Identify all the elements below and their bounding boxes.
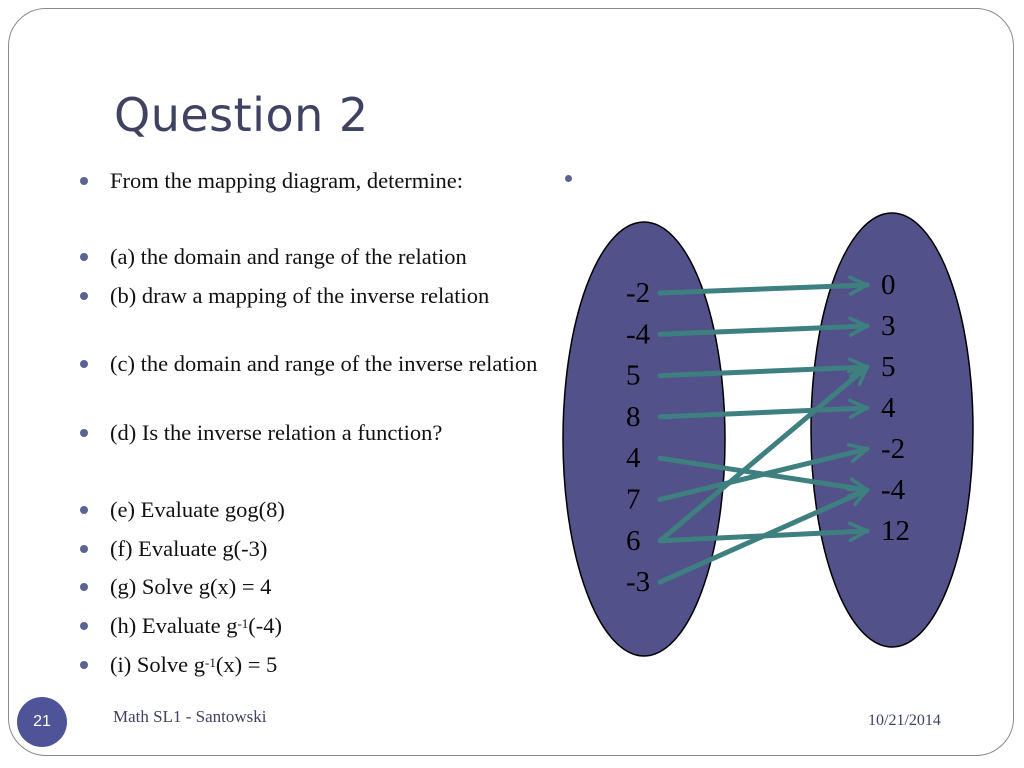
bullet-dot <box>80 506 88 514</box>
bullet-text: (f) Evaluate g(-3) <box>110 536 268 561</box>
range-value: 5 <box>881 351 896 383</box>
bullet-dot <box>80 661 88 669</box>
bullet-text: (i) Solve g-1(x) = 5 <box>110 650 570 680</box>
bullet-dot <box>80 429 88 437</box>
bullet-dot <box>80 253 88 261</box>
range-value: 0 <box>881 269 896 301</box>
mapping-arrow <box>657 364 870 544</box>
domain-value: -3 <box>626 566 650 598</box>
domain-ellipse <box>562 221 726 657</box>
domain-value: 5 <box>626 360 641 392</box>
domain-value: 7 <box>626 484 641 516</box>
mapping-arrow <box>657 398 870 420</box>
footer-text: Math SL1 - Santowski <box>113 707 267 726</box>
bullet-text-pre: (i) Solve g <box>110 652 205 677</box>
bullet-dot <box>80 177 88 185</box>
mapping-arrow <box>657 316 870 337</box>
mapping-arrows <box>657 275 870 585</box>
bullet-dot <box>80 292 88 300</box>
bullet-text: (b) draw a mapping of the inverse relati… <box>110 283 490 308</box>
bullet-text: (g) Solve g(x) = 4 <box>110 574 272 599</box>
bullet-dot <box>80 583 88 591</box>
footer-date: 10/21/2014 <box>868 712 941 729</box>
domain-value: -4 <box>626 318 651 350</box>
bullet-text: From the mapping diagram, determine: <box>110 168 464 193</box>
stray-bullet-dot <box>565 175 572 182</box>
bullet-dot <box>80 360 88 368</box>
bullet-dot <box>80 545 88 553</box>
domain-value: 8 <box>626 401 641 433</box>
bullet-text: (h) Evaluate g-1(-4) <box>110 611 570 641</box>
bullet-text: (c) the domain and range of the inverse … <box>110 351 538 376</box>
mapping-arrow <box>657 443 870 502</box>
bullet-text-pre: (h) Evaluate g <box>110 613 238 638</box>
mapping-arrow <box>657 275 870 296</box>
inverse-superscript: -1 <box>205 655 216 670</box>
bullet-text: (d) Is the inverse relation a function? <box>110 420 443 445</box>
range-value: 3 <box>881 310 896 342</box>
slide-title: Question 2 <box>114 88 369 142</box>
bullet-text: (a) the domain and range of the relation <box>110 244 467 269</box>
inverse-superscript: -1 <box>237 616 249 631</box>
slide-number-badge: 21 <box>17 697 67 747</box>
domain-value: 4 <box>626 442 641 474</box>
range-value: 4 <box>881 392 896 424</box>
range-value: -2 <box>881 433 905 465</box>
bullet-text: (e) Evaluate gog(8) <box>110 497 285 522</box>
domain-value: -2 <box>626 277 650 309</box>
mapping-labels: -2 -4 5 8 4 7 6 -3 0 3 5 4 -2 -4 12 <box>626 269 910 598</box>
mapping-arrow <box>657 487 870 585</box>
bullet-text-post: (-4) <box>248 613 283 638</box>
bullet-text-post: (x) = 5 <box>215 652 278 677</box>
range-value: 12 <box>881 515 910 547</box>
bullet-dot <box>80 622 88 630</box>
domain-value: 6 <box>626 525 641 557</box>
range-value: -4 <box>881 474 906 506</box>
mapping-arrow <box>657 357 870 379</box>
